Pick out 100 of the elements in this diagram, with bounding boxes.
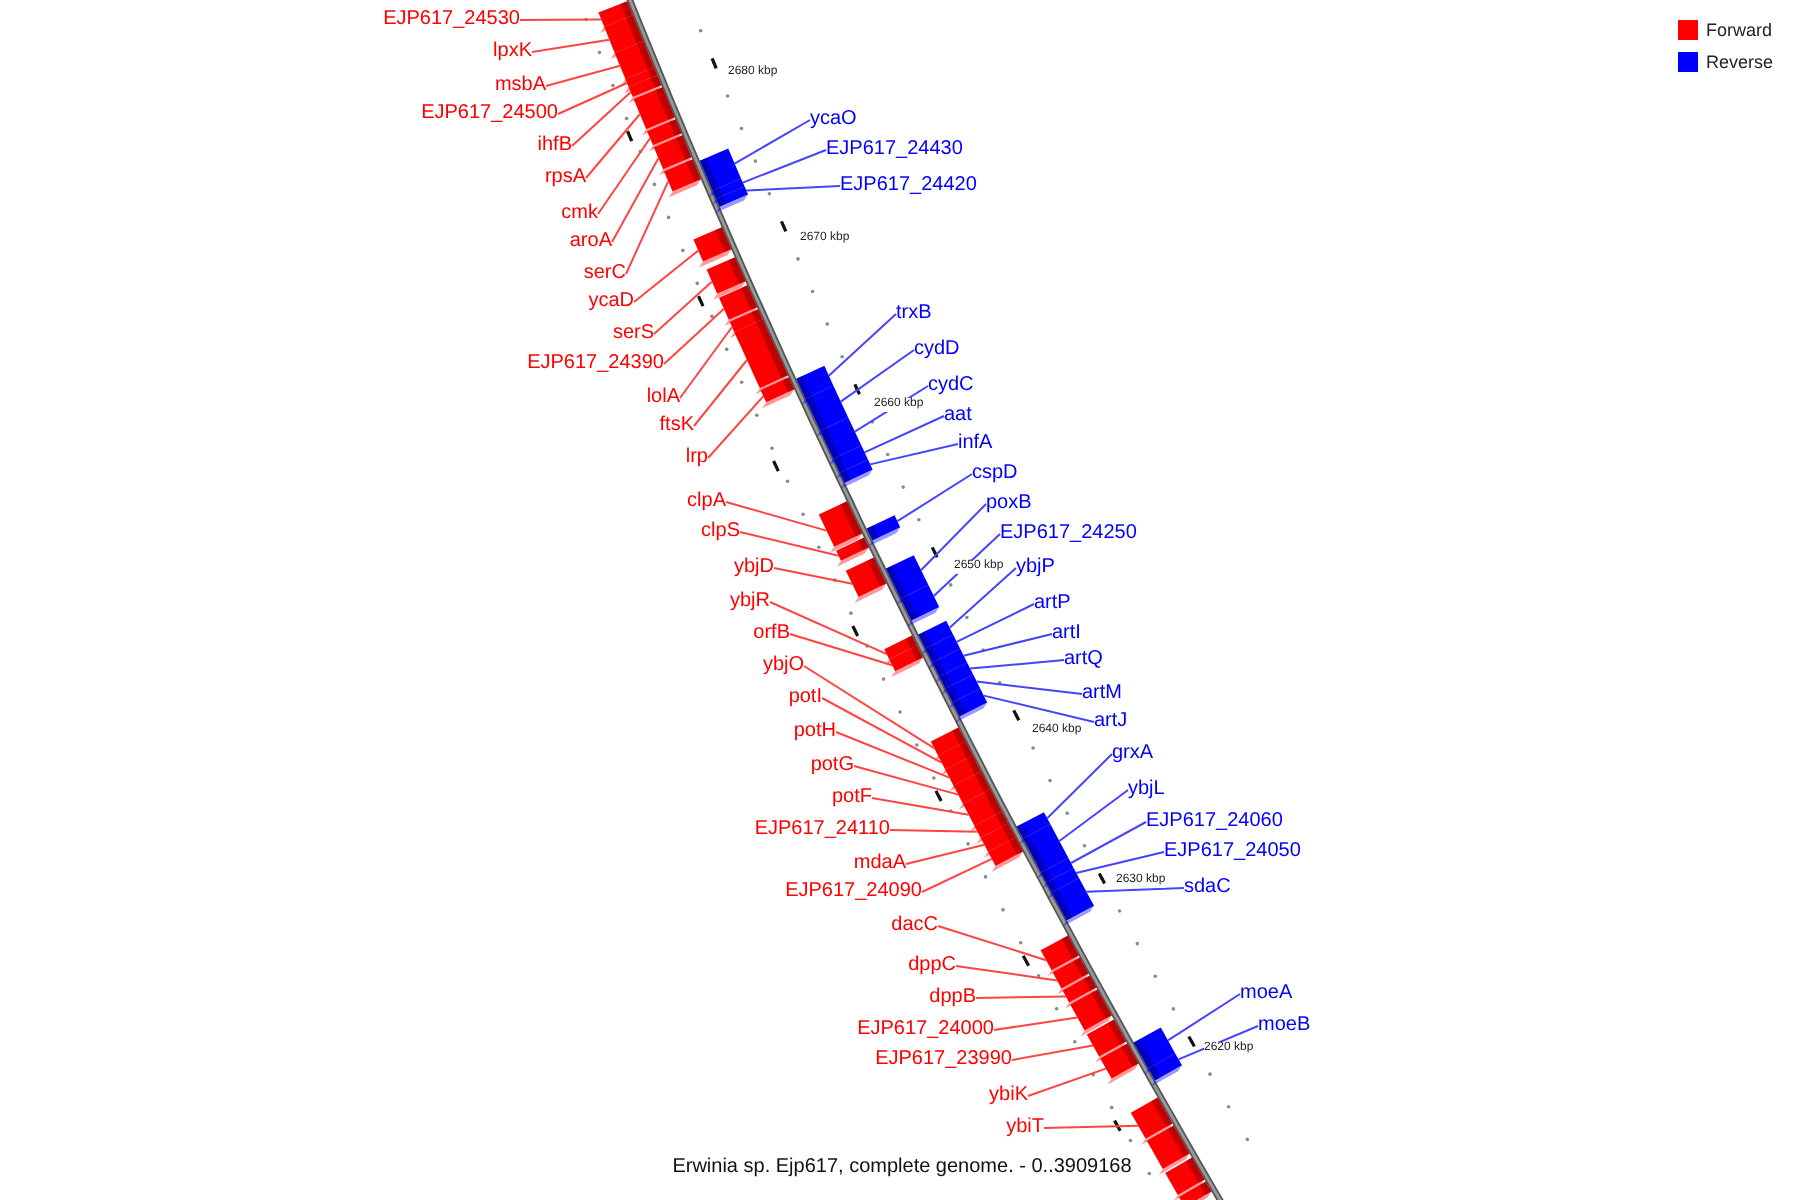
gene-label: EJP617_23990	[875, 1048, 1012, 1072]
gene-block	[836, 537, 869, 567]
leader-line	[993, 1016, 1079, 1031]
leader-line	[1046, 753, 1113, 820]
gene-label: grxA	[1112, 742, 1154, 766]
gene-label: artM	[1082, 682, 1122, 706]
legend-label: Forward	[1706, 20, 1773, 40]
gene-label: ybjL	[1128, 778, 1165, 802]
leader-line	[821, 697, 943, 764]
gene-block	[839, 459, 873, 489]
gene-block	[805, 385, 849, 437]
gene-label: EJP617_24090	[785, 880, 922, 904]
gene-label: sdaC	[1184, 876, 1231, 900]
gene-label: potF	[831, 786, 872, 810]
legend-label: Reverse	[1706, 52, 1774, 72]
gene-label: potG	[810, 754, 854, 778]
gene-label: lrp	[685, 446, 708, 470]
gene-label: lpxK	[493, 40, 532, 64]
leader-line	[1167, 993, 1241, 1042]
leader-line	[889, 829, 979, 833]
gene-block	[866, 515, 901, 547]
gene-label: msbA	[494, 74, 546, 98]
leader-line	[1043, 1124, 1140, 1129]
gene-block	[760, 377, 795, 409]
caption: Erwinia sp. Ejp617, complete genome. - 0..3909168	[672, 1156, 1132, 1180]
leader-line	[869, 443, 959, 466]
gene-label: potI	[788, 686, 822, 710]
gene-block	[952, 688, 988, 723]
leader-line	[693, 359, 748, 427]
leader-line	[1058, 789, 1129, 842]
leader-line	[871, 797, 970, 816]
gene-block	[604, 15, 644, 59]
gene-label: rpsA	[544, 166, 586, 190]
gene-label: cydD	[914, 338, 960, 362]
leader-line	[1085, 887, 1185, 893]
leader-line	[839, 349, 915, 403]
leader-line	[937, 925, 1048, 962]
leader-line	[1075, 851, 1165, 874]
leader-line	[896, 473, 973, 523]
gene-block	[706, 257, 746, 300]
leader-line	[905, 843, 986, 865]
leader-line	[982, 694, 1095, 723]
leader-line	[519, 18, 603, 21]
gene-label: artJ	[1094, 710, 1128, 734]
gene-label: ybjR	[729, 590, 770, 614]
gene-label: ybiK	[989, 1084, 1028, 1108]
gene-label: cspD	[972, 462, 1018, 486]
gene-label: ftsK	[659, 414, 694, 438]
leader-line	[1011, 1044, 1094, 1061]
gene-label: dppB	[929, 986, 976, 1010]
gene-block	[628, 75, 662, 103]
gene-block	[1130, 1097, 1173, 1145]
gene-block	[1086, 1019, 1127, 1063]
leader-line	[962, 633, 1053, 657]
gene-label: ybjO	[762, 654, 804, 678]
gene-label: dacC	[891, 914, 938, 938]
gene-block	[1148, 1053, 1182, 1087]
gene-label: EJP617_24500	[421, 102, 558, 126]
leader-line	[597, 137, 651, 215]
gene-label: potH	[793, 720, 836, 744]
leader-line	[611, 157, 660, 243]
gene-label: ihfB	[537, 134, 572, 158]
gene-label: serS	[612, 322, 654, 346]
leader-line	[863, 415, 945, 454]
leader-line	[853, 765, 960, 796]
leader-line	[725, 501, 828, 532]
leader-line	[835, 731, 951, 779]
gene-block	[889, 645, 923, 678]
leader-line	[920, 503, 987, 571]
gene-label: ycaD	[588, 290, 634, 314]
leader-line	[557, 82, 628, 115]
gene-block	[1179, 1181, 1212, 1200]
leader-line	[571, 91, 632, 147]
leader-line	[955, 603, 1035, 643]
gene-label: lolA	[646, 386, 680, 410]
leader-line	[633, 249, 700, 303]
leader-line	[969, 659, 1065, 670]
gene-label: clpA	[687, 490, 726, 514]
gene-label: EJP617_24060	[1146, 810, 1283, 834]
gene-label: aroA	[569, 230, 612, 254]
gene-label: EJP617_24110	[754, 818, 890, 842]
leader-line	[975, 995, 1067, 999]
gene-label: artI	[1052, 622, 1081, 646]
gene-block	[1062, 975, 1097, 1009]
gene-label: orfB	[753, 622, 790, 646]
gene-block	[715, 186, 748, 213]
gene-label: EJP617_24430	[826, 138, 963, 162]
gene-block	[1165, 1157, 1205, 1200]
gene-label: cmk	[561, 202, 598, 226]
leader-line	[1070, 821, 1147, 864]
leader-line	[625, 180, 670, 275]
gene-block	[647, 119, 682, 152]
leader-line	[745, 185, 841, 192]
gene-label: aat	[944, 404, 972, 428]
leader-line	[733, 119, 811, 165]
gene-block	[693, 227, 732, 268]
leader-line	[1027, 1067, 1107, 1097]
leader-line	[653, 280, 713, 335]
leader-line	[948, 567, 1017, 629]
gene-block	[1100, 1043, 1139, 1085]
